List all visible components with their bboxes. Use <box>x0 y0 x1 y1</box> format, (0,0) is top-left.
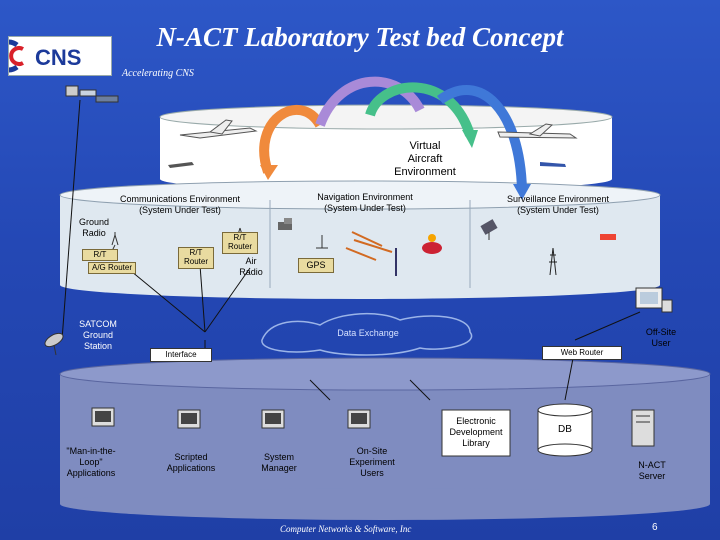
offsite-user-computer-icon <box>636 288 672 312</box>
nav-env-title-1: Navigation Environment <box>285 192 445 203</box>
radar-icon <box>600 234 616 240</box>
sysman-line1: System <box>246 452 312 463</box>
comms-env-title: Communications Environment (System Under… <box>95 194 265 216</box>
page-number: 6 <box>652 522 658 533</box>
interface-box: Interface <box>150 348 212 362</box>
library-line2: Development <box>442 427 510 438</box>
onsite-label: On-Site Experiment Users <box>336 446 408 479</box>
gps-box: GPS <box>298 258 334 273</box>
satcom-label: SATCOM Ground Station <box>70 319 126 352</box>
server-label: N-ACT Server <box>622 460 682 482</box>
router-mid-label: Router <box>179 257 213 266</box>
air-radio-label: Air Radio <box>236 256 266 278</box>
satcom-dish-icon <box>43 331 65 355</box>
virtual-aircraft-line2: Aircraft <box>340 153 510 166</box>
rt-right-label: R/T <box>223 233 257 242</box>
surv-env-title-1: Surveillance Environment <box>478 194 638 205</box>
library-label: Electronic Development Library <box>442 416 510 449</box>
surv-env-title: Surveillance Environment (System Under T… <box>478 194 638 216</box>
nav-env-title: Navigation Environment (System Under Tes… <box>285 192 445 214</box>
scripted-line2: Applications <box>158 463 224 474</box>
sysman-label: System Manager <box>246 452 312 474</box>
rt-mid-label: R/T <box>179 248 213 257</box>
server-icon <box>632 410 654 446</box>
offsite-user-line2: User <box>638 338 684 349</box>
pc-icon-mitl <box>92 408 114 426</box>
virtual-aircraft-line1: Virtual <box>340 140 510 153</box>
db-label: DB <box>538 424 592 435</box>
scripted-label: Scripted Applications <box>158 452 224 474</box>
surv-env-title-2: (System Under Test) <box>478 205 638 216</box>
router-right-box: R/T Router <box>222 232 258 254</box>
satellite-icon <box>66 86 118 102</box>
satcom-line3: Station <box>70 341 126 352</box>
air-radio-line1: Air <box>236 256 266 267</box>
onsite-line3: Users <box>336 468 408 479</box>
router-mid-box: R/T Router <box>178 247 214 269</box>
onsite-line1: On-Site <box>336 446 408 457</box>
onsite-line2: Experiment <box>336 457 408 468</box>
footer-company: Computer Networks & Software, Inc <box>280 524 411 534</box>
virtual-aircraft-label: Virtual Aircraft Environment <box>340 140 510 179</box>
ground-radio-label: Ground Radio <box>72 217 116 239</box>
satcom-line2: Ground <box>70 330 126 341</box>
pc-icon-sysman <box>262 410 284 428</box>
pc-icon-scripted <box>178 410 200 428</box>
air-radio-line2: Radio <box>236 267 266 278</box>
library-line3: Library <box>442 438 510 449</box>
rt-left-box: R/T <box>82 249 118 261</box>
server-line2: Server <box>622 471 682 482</box>
mitl-line3: Applications <box>58 468 124 479</box>
web-router-box: Web Router <box>542 346 622 360</box>
sysman-line2: Manager <box>246 463 312 474</box>
pc-icon-onsite <box>348 410 370 428</box>
ground-radio-line2: Radio <box>72 228 116 239</box>
router-right-label: Router <box>223 242 257 251</box>
comms-env-title-2: (System Under Test) <box>95 205 265 216</box>
mitl-line2: Loop" <box>58 457 124 468</box>
comms-env-title-1: Communications Environment <box>95 194 265 205</box>
virtual-aircraft-line3: Environment <box>340 166 510 179</box>
lab-cylinder <box>60 358 710 520</box>
scripted-line1: Scripted <box>158 452 224 463</box>
data-exchange-label: Data Exchange <box>318 328 418 339</box>
library-line1: Electronic <box>442 416 510 427</box>
ground-radio-line1: Ground <box>72 217 116 228</box>
nav-env-title-2: (System Under Test) <box>285 203 445 214</box>
offsite-user-line1: Off-Site <box>638 327 684 338</box>
server-line1: N-ACT <box>622 460 682 471</box>
ag-router-box: A/G Router <box>88 262 136 274</box>
satcom-line1: SATCOM <box>70 319 126 330</box>
mitl-label: "Man-in-the- Loop" Applications <box>58 446 124 479</box>
offsite-user-label: Off-Site User <box>638 327 684 349</box>
mitl-line1: "Man-in-the- <box>58 446 124 457</box>
